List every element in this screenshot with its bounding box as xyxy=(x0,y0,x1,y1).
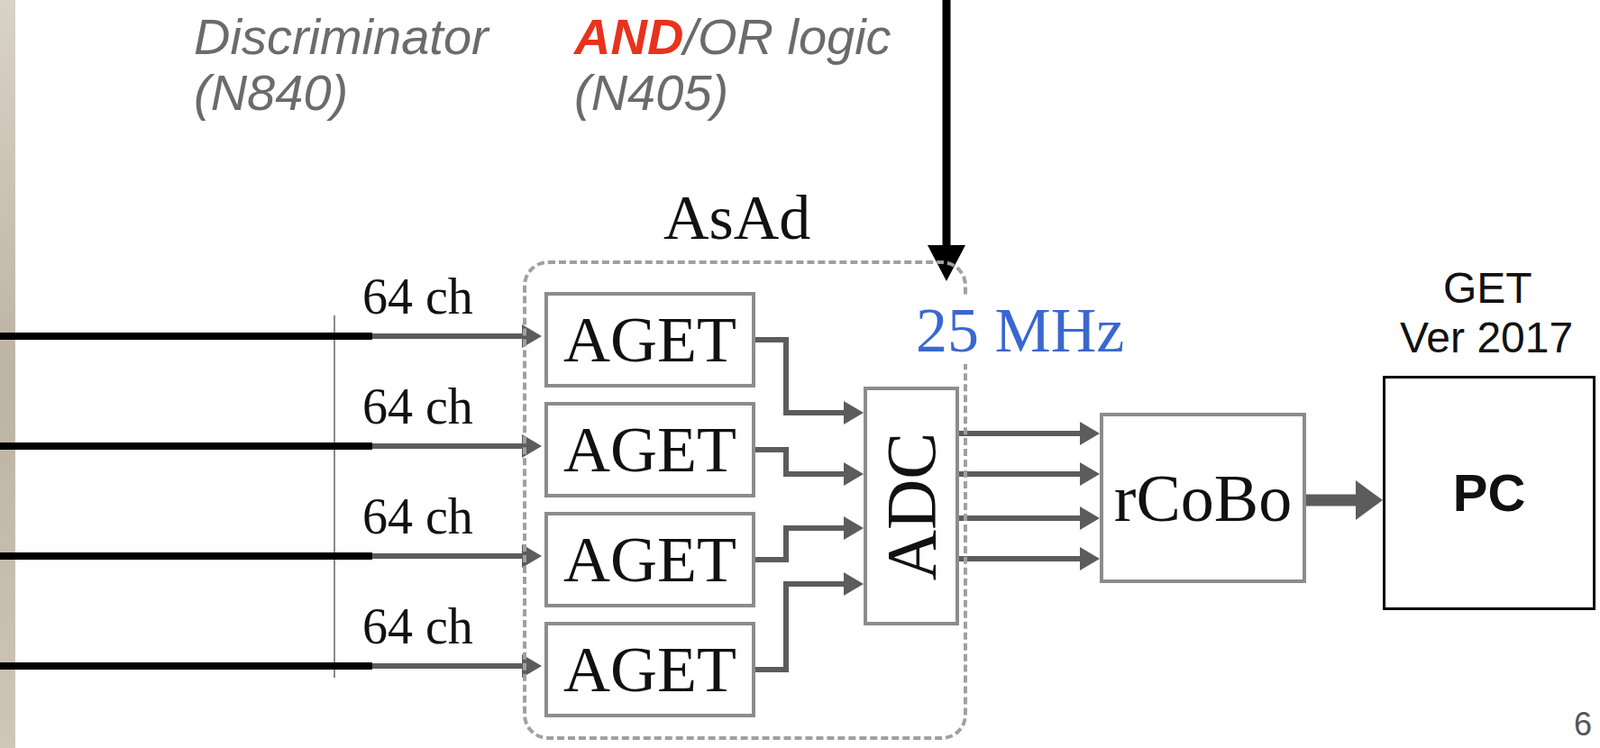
aget-chip: AGET xyxy=(544,292,756,388)
aget-chip: AGET xyxy=(544,621,756,718)
pc-label: PC xyxy=(1453,466,1527,520)
connector-line xyxy=(755,528,848,560)
channel-count: 64 ch xyxy=(362,601,474,652)
pc-box: GET Ver 2017PC xyxy=(1382,260,1596,611)
asad-board: AsAdAGETAGETAGETAGETADC xyxy=(522,260,968,741)
arrow-head xyxy=(843,401,864,425)
trigger-arrow xyxy=(927,0,966,282)
connector-line xyxy=(1306,494,1362,507)
version-heading: GET Ver 2017 xyxy=(1399,263,1586,363)
arrow-head xyxy=(843,572,864,596)
chip-label: AGET xyxy=(563,307,737,373)
adc-box: ADC xyxy=(863,386,960,626)
signal-arrow xyxy=(959,421,1100,446)
clock-rate: 25 MHz xyxy=(910,297,1130,365)
signal-arrow xyxy=(959,506,1100,531)
signal-arrow xyxy=(959,462,1100,486)
cobo-label: rCoBo xyxy=(1114,465,1292,532)
arrow-head xyxy=(1079,547,1100,571)
adc-label: ADC xyxy=(876,431,947,581)
chip-label: AGET xyxy=(563,527,737,593)
arrow-head xyxy=(843,462,864,486)
signal-arrow xyxy=(755,516,864,560)
pc-frame: PC xyxy=(1382,375,1596,611)
signal-arrow xyxy=(755,339,864,425)
aget-chip: AGET xyxy=(544,512,756,608)
data-link-arrow xyxy=(1306,480,1383,521)
channel-count: 64 ch xyxy=(362,491,474,542)
arrow-head xyxy=(843,516,864,540)
logic-keyword: AND xyxy=(574,8,684,65)
signal-arrow xyxy=(755,449,864,486)
arrow-head xyxy=(1079,462,1100,486)
connector-line xyxy=(959,556,1084,562)
arrow-head xyxy=(1079,421,1100,446)
logic-note-block: AND/OR logic (N405) xyxy=(574,9,935,120)
connector-line xyxy=(959,430,1084,437)
channel-count: 64 ch xyxy=(362,381,474,432)
chip-label: AGET xyxy=(563,637,737,703)
cobo-box: rCoBo xyxy=(1099,412,1307,584)
channel-count: 64 ch xyxy=(362,271,474,322)
input-cables xyxy=(0,336,373,667)
arrow-head xyxy=(1355,480,1383,521)
connector-line xyxy=(959,515,1084,522)
signal-arrow xyxy=(959,547,1100,571)
aget-chip: AGET xyxy=(544,402,756,498)
connector-line xyxy=(755,584,848,670)
discriminator-note: Discriminator (N840) xyxy=(193,9,555,120)
connector-line xyxy=(959,471,1084,477)
bus-line xyxy=(333,315,336,678)
photo-strip xyxy=(0,0,16,748)
board-title: AsAd xyxy=(663,186,811,250)
page-number: 6 xyxy=(1573,708,1592,741)
connector-line xyxy=(755,339,848,413)
arrow-head xyxy=(1079,506,1100,531)
chip-label: AGET xyxy=(563,417,737,483)
connector-line xyxy=(755,449,848,475)
signal-arrow xyxy=(755,572,864,670)
